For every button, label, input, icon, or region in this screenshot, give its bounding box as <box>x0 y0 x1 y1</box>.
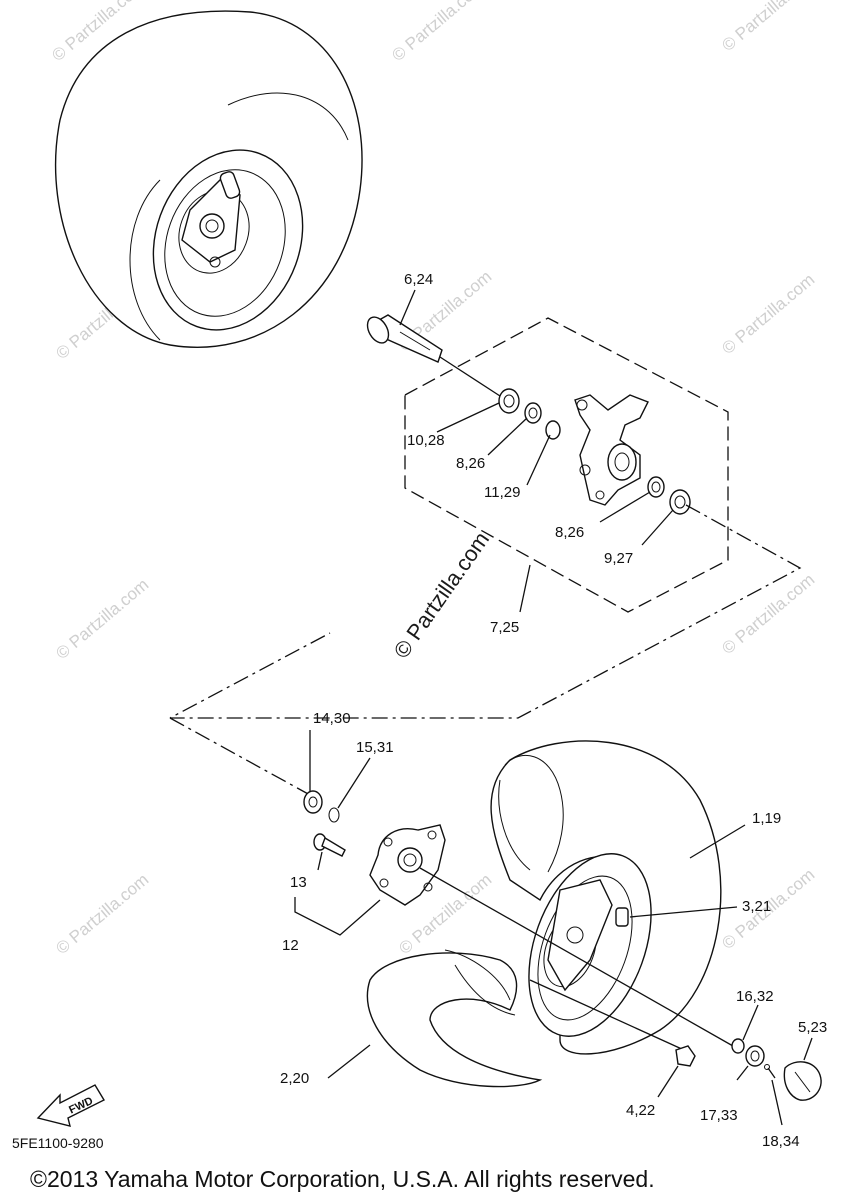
axle-line <box>419 867 741 1051</box>
center-watermark: © Partzilla.com <box>389 527 495 663</box>
callout-8-26-lower: 8,26 <box>555 524 584 541</box>
collar-11-29 <box>545 420 561 440</box>
assembly-axis-line-2 <box>169 717 311 796</box>
callout-4-22: 4,22 <box>626 1102 655 1119</box>
seal-10-28 <box>498 388 520 414</box>
callout-12: 12 <box>282 937 299 954</box>
rim-3-21 <box>528 853 652 1037</box>
diagram-reference-number: 5FE1100-9280 <box>12 1135 104 1151</box>
castle-nut-17-33 <box>745 1045 765 1067</box>
watermark: © Partzilla.com <box>52 870 152 958</box>
watermark: © Partzilla.com <box>718 270 818 358</box>
callout-2-20: 2,20 <box>280 1070 309 1087</box>
upper-wheel-assembly <box>54 10 363 348</box>
leader-lines <box>294 289 813 1126</box>
hub-12 <box>369 824 446 906</box>
seal-9-27 <box>669 489 691 515</box>
spindle-shaft <box>366 314 501 397</box>
callout-13: 13 <box>290 874 307 891</box>
bearing-8-26-upper <box>524 402 542 424</box>
callout-11-29: 11,29 <box>484 484 520 501</box>
steering-knuckle-7-25 <box>574 394 649 506</box>
callout-6-24: 6,24 <box>404 271 433 288</box>
assembly-axis-line <box>169 504 802 719</box>
callout-15-31: 15,31 <box>356 739 394 756</box>
tire-1-19 <box>490 740 722 1055</box>
nut-4-22 <box>675 1045 696 1067</box>
callout-9-27: 9,27 <box>604 550 633 567</box>
callout-18-34: 18,34 <box>762 1133 800 1150</box>
callout-5-23: 5,23 <box>798 1019 827 1036</box>
watermark: © Partzilla.com <box>718 0 818 55</box>
callout-8-26-upper: 8,26 <box>456 455 485 472</box>
knuckle-group-outline <box>404 317 729 613</box>
callout-labels: 6,24 10,28 8,26 11,29 8,26 9,27 7,25 14,… <box>280 271 827 1150</box>
callout-10-28: 10,28 <box>407 432 445 449</box>
tire-2-20 <box>366 949 543 1088</box>
cap-5-23 <box>783 1061 822 1101</box>
callout-17-33: 17,33 <box>700 1107 738 1124</box>
oil-seal-14-30 <box>303 790 323 814</box>
callout-1-19: 1,19 <box>752 810 781 827</box>
watermark: © Partzilla.com <box>388 0 488 65</box>
callout-16-32: 16,32 <box>736 988 774 1005</box>
callout-3-21: 3,21 <box>742 898 771 915</box>
copyright-notice: ©2013 Yamaha Motor Corporation, U.S.A. A… <box>30 1166 655 1192</box>
bolt-13 <box>313 833 346 857</box>
watermark: © Partzilla.com <box>52 575 152 663</box>
cotter-pin-18-34 <box>764 1064 776 1079</box>
forward-arrow-icon: FWD <box>36 1084 105 1127</box>
callout-7-25: 7,25 <box>490 619 519 636</box>
watermark: © Partzilla.com <box>718 570 818 658</box>
bearing-8-26-lower <box>647 476 665 498</box>
circlip-15-31 <box>328 807 340 823</box>
callout-14-30: 14,30 <box>313 710 351 727</box>
washer-16-32 <box>731 1038 745 1054</box>
